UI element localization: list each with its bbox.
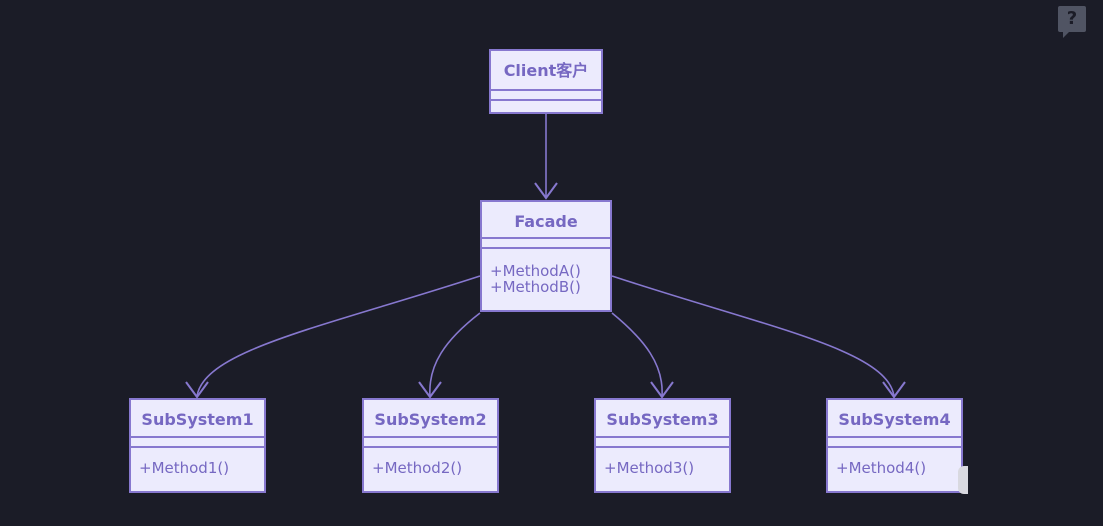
method-list: +Method3() bbox=[596, 448, 729, 476]
class-name: SubSystem1 bbox=[141, 410, 254, 429]
class-subsystem4[interactable]: SubSystem4 +Method4() bbox=[826, 398, 963, 493]
method-list: +Method4() bbox=[828, 448, 961, 476]
class-subsystem2[interactable]: SubSystem2 +Method2() bbox=[362, 398, 499, 493]
method-item: +Method2() bbox=[372, 459, 463, 477]
method-item: +MethodB() bbox=[490, 278, 581, 296]
scroll-handle[interactable] bbox=[958, 466, 968, 494]
class-name: SubSystem2 bbox=[374, 410, 487, 429]
method-item: +Method1() bbox=[139, 459, 230, 477]
relation-facade-subsystem4 bbox=[611, 275, 906, 399]
method-list: +Method2() bbox=[364, 448, 497, 476]
class-subsystem1[interactable]: SubSystem1 +Method1() bbox=[129, 398, 266, 493]
divider bbox=[364, 436, 497, 438]
class-name: SubSystem4 bbox=[838, 410, 951, 429]
class-client[interactable]: Client客户 bbox=[489, 49, 603, 114]
relation-facade-subsystem3 bbox=[611, 312, 674, 399]
class-name: SubSystem3 bbox=[606, 410, 719, 429]
divider bbox=[828, 446, 961, 448]
divider bbox=[364, 446, 497, 448]
help-icon[interactable]: ? bbox=[1058, 6, 1086, 38]
divider bbox=[131, 446, 264, 448]
divider bbox=[491, 89, 601, 91]
class-facade[interactable]: Facade +MethodA() +MethodB() bbox=[480, 200, 612, 312]
divider bbox=[828, 436, 961, 438]
class-subsystem3[interactable]: SubSystem3 +Method3() bbox=[594, 398, 731, 493]
divider bbox=[131, 436, 264, 438]
method-item: +Method4() bbox=[836, 459, 927, 477]
divider bbox=[596, 436, 729, 438]
method-item: +Method3() bbox=[604, 459, 695, 477]
relation-client-facade bbox=[534, 114, 558, 200]
class-name: Client客户 bbox=[503, 61, 589, 80]
divider bbox=[491, 99, 601, 101]
divider bbox=[482, 247, 610, 249]
divider bbox=[482, 237, 610, 239]
method-list: +Method1() bbox=[131, 448, 264, 476]
relation-facade-subsystem2 bbox=[418, 312, 481, 399]
divider bbox=[596, 446, 729, 448]
method-list: +MethodA() +MethodB() bbox=[482, 249, 610, 295]
relation-facade-subsystem1 bbox=[185, 275, 481, 399]
class-name: Facade bbox=[514, 212, 578, 231]
method-item: +MethodA() bbox=[490, 262, 581, 280]
